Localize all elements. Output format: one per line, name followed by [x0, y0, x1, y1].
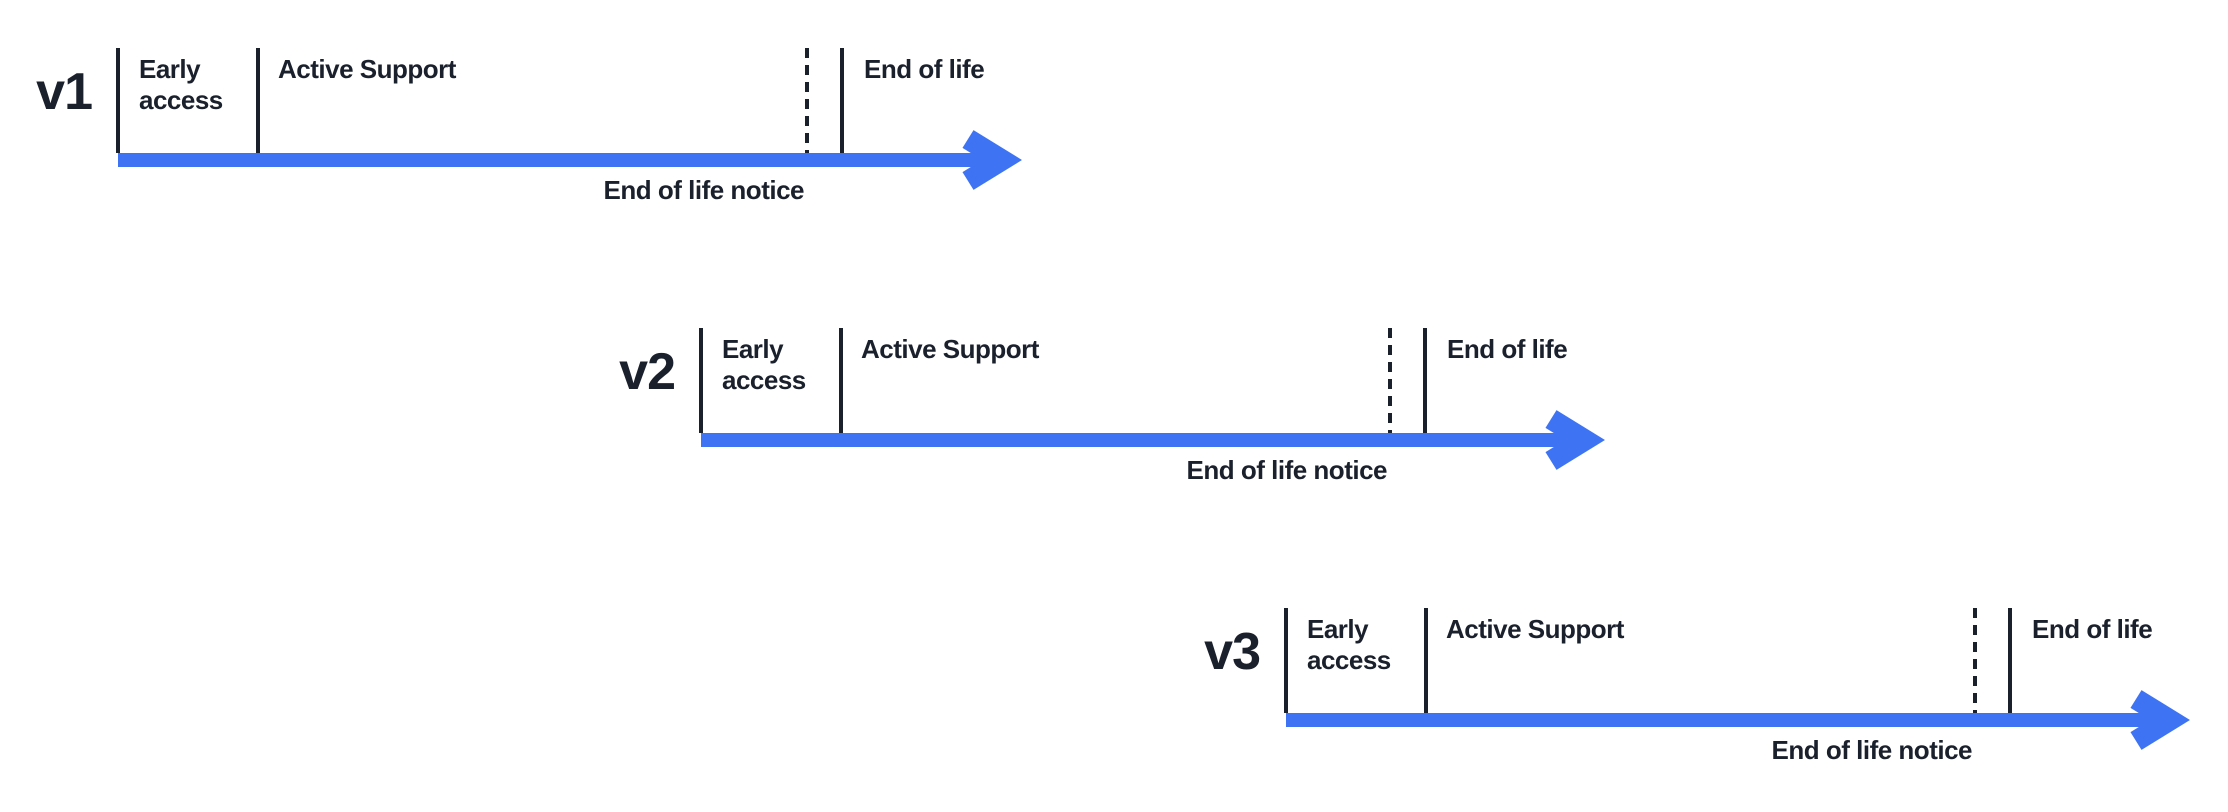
end-of-life-notice-label: End of life notice	[603, 175, 805, 205]
end-of-life-label: End of life	[864, 54, 985, 84]
end-of-life-notice-label: End of life notice	[1771, 735, 1973, 765]
early-access-label: Early access	[722, 334, 806, 395]
eol-notice-dashed-line	[1973, 608, 1977, 713]
timeline-arrow-icon	[1286, 690, 2190, 750]
end-of-life-label: End of life	[1447, 334, 1568, 364]
early-access-label: Early access	[1307, 614, 1391, 675]
timeline-row-v2: v2 Early access Active Support End of li…	[441, 308, 1631, 503]
timeline-arrow-icon	[118, 130, 1022, 190]
end-of-life-tick	[1423, 328, 1427, 433]
end-of-life-tick	[2008, 608, 2012, 713]
eol-notice-dashed-line	[805, 48, 809, 153]
timeline-arrow-icon	[701, 410, 1605, 470]
early-access-start-tick	[116, 48, 120, 153]
version-label: v2	[619, 343, 676, 401]
end-of-life-label: End of life	[2032, 614, 2153, 644]
version-label: v3	[1204, 623, 1261, 681]
early-access-label: Early access	[139, 54, 223, 115]
active-support-start-tick	[256, 48, 260, 153]
active-support-start-tick	[839, 328, 843, 433]
version-label: v1	[36, 63, 93, 121]
timeline-row-v3: v3 Early access Active Support End of li…	[1026, 588, 2216, 783]
active-support-label: Active Support	[861, 334, 1039, 364]
early-access-start-tick	[1284, 608, 1288, 713]
timeline-row-v1: v1 Early access Active Support End of li…	[0, 28, 1048, 223]
end-of-life-tick	[840, 48, 844, 153]
active-support-label: Active Support	[1446, 614, 1624, 644]
active-support-start-tick	[1424, 608, 1428, 713]
eol-notice-dashed-line	[1388, 328, 1392, 433]
active-support-label: Active Support	[278, 54, 456, 84]
end-of-life-notice-label: End of life notice	[1186, 455, 1388, 485]
early-access-start-tick	[699, 328, 703, 433]
